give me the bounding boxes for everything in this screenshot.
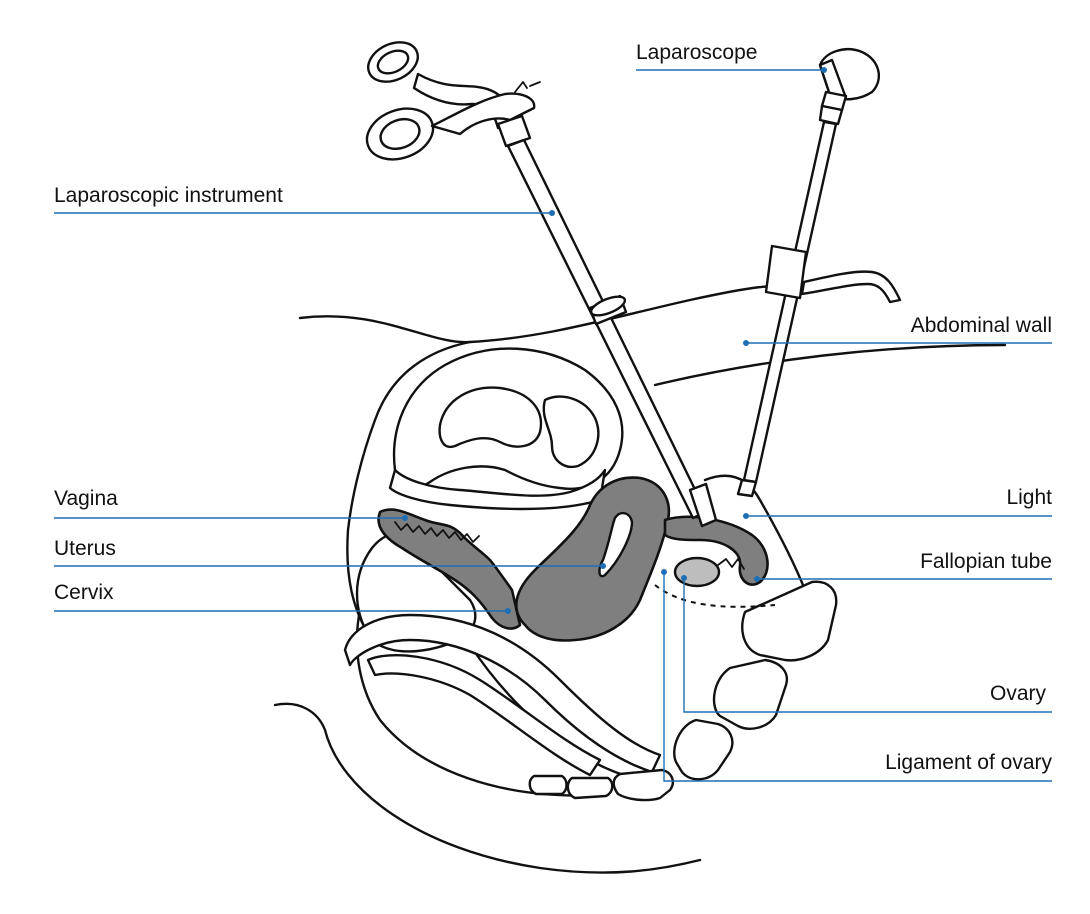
leader-dot-fallopian-tube bbox=[754, 576, 760, 582]
abdominal-wall-contour bbox=[298, 284, 820, 344]
laparoscope-neck-2 bbox=[818, 104, 844, 126]
leader-dot-uterus bbox=[600, 563, 606, 569]
bowel-inner-2 bbox=[542, 395, 600, 469]
rectum-inner bbox=[366, 653, 602, 777]
leader-dot-ovary bbox=[681, 575, 687, 581]
label-laparoscopic-instrument: Laparoscopic instrument bbox=[54, 184, 283, 207]
label-ligament-of-ovary: Ligament of ovary bbox=[885, 751, 1052, 774]
laparoscopic-instrument-drawing bbox=[365, 41, 718, 528]
sacral-segment bbox=[741, 580, 838, 662]
leader-dot-cervix bbox=[505, 608, 511, 614]
leader-dot-abdominal-wall bbox=[743, 340, 749, 346]
leader-lines bbox=[54, 67, 1052, 782]
bowel-loops bbox=[388, 347, 624, 511]
leader-dot-light bbox=[743, 513, 749, 519]
laparoscope-drawing bbox=[736, 48, 902, 498]
rectum bbox=[343, 613, 662, 774]
sacral-segment bbox=[528, 774, 568, 796]
bowel-inner-1 bbox=[438, 386, 543, 449]
ovary-shape bbox=[673, 556, 721, 588]
label-vagina: Vagina bbox=[54, 487, 118, 510]
leader-dot-ligament bbox=[661, 569, 667, 575]
sacral-segment bbox=[712, 658, 789, 730]
pelvic-organs bbox=[343, 532, 662, 777]
instrument-trocar-ring bbox=[589, 295, 627, 317]
sacral-segment bbox=[673, 718, 734, 781]
vagina-folds bbox=[394, 521, 480, 543]
instrument-handle-lower bbox=[430, 92, 536, 136]
abdominal-wall-inner bbox=[653, 343, 1007, 387]
instrument-ring-upper-inner bbox=[376, 49, 410, 75]
leader-dot-instrument bbox=[549, 210, 555, 216]
laparoscope-light-port bbox=[764, 244, 808, 300]
laparoscope-tip bbox=[736, 478, 758, 498]
labels: Laparoscope Laparoscopic instrument Abdo… bbox=[54, 41, 1052, 774]
reproductive-organs bbox=[377, 476, 776, 642]
back-contour bbox=[273, 702, 702, 874]
label-cervix: Cervix bbox=[54, 581, 114, 604]
instrument-tip bbox=[688, 482, 718, 528]
label-uterus: Uterus bbox=[54, 537, 116, 560]
leader-dot-vagina bbox=[402, 515, 408, 521]
instrument-ratchet bbox=[514, 81, 541, 93]
sacral-segment bbox=[566, 776, 614, 800]
laparoscope-light-cable bbox=[800, 270, 902, 304]
label-fallopian-tube: Fallopian tube bbox=[920, 550, 1052, 573]
instrument-ring-lower-inner bbox=[379, 117, 421, 151]
label-light: Light bbox=[1006, 486, 1052, 509]
ligament-dotted-line bbox=[654, 584, 776, 608]
leader-ligament-of-ovary bbox=[663, 572, 1052, 782]
pelvic-cavity-outline bbox=[346, 340, 472, 642]
anterior-wall-line bbox=[703, 474, 807, 592]
fallopian-tube-shape bbox=[663, 515, 769, 586]
leader-ovary bbox=[683, 578, 1052, 713]
sacral-segment bbox=[612, 768, 674, 802]
label-laparoscope: Laparoscope bbox=[636, 41, 757, 64]
laparoscope-shaft bbox=[742, 120, 838, 484]
uterine-cavity bbox=[598, 511, 634, 578]
leader-dot-laparoscope bbox=[821, 67, 827, 73]
label-abdominal-wall: Abdominal wall bbox=[911, 314, 1052, 337]
bowel-fold bbox=[388, 468, 607, 511]
label-ovary: Ovary bbox=[990, 682, 1047, 705]
instrument-collar bbox=[496, 114, 532, 148]
fimbriae bbox=[717, 558, 745, 570]
